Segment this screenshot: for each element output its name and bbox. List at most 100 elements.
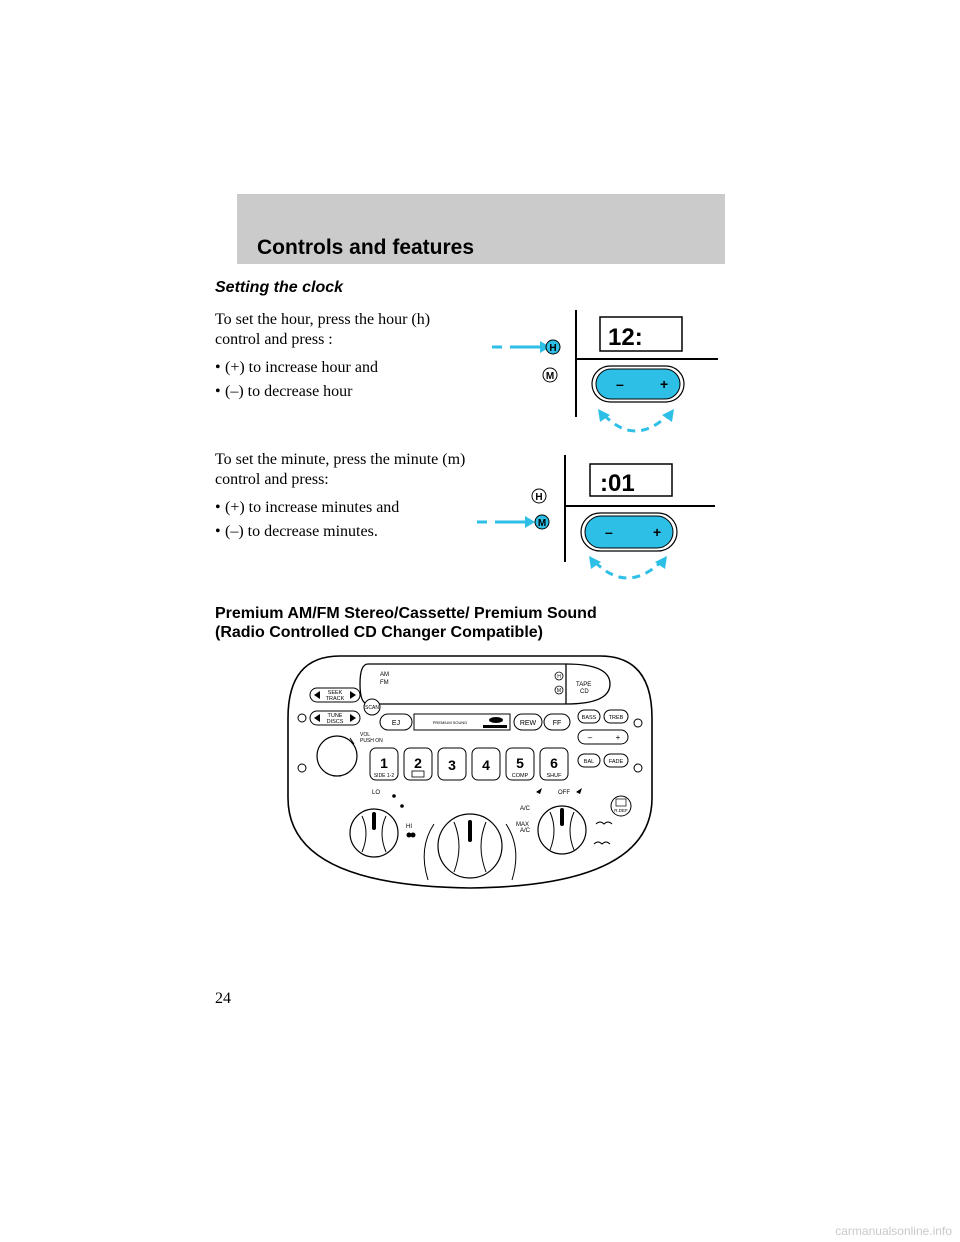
rew-button[interactable] [513, 713, 543, 731]
mode-knob[interactable] [537, 805, 587, 855]
tune-left-icon [314, 714, 320, 722]
rocker-minus: – [616, 376, 624, 392]
radio-heading-line1: Premium AM/FM Stereo/Cassette/ Premium S… [215, 605, 597, 622]
fade-label: FADE [609, 759, 624, 765]
plus-minus-rocker[interactable] [595, 368, 681, 400]
temperature-knob[interactable] [437, 813, 503, 879]
preset-4-button[interactable] [471, 747, 501, 781]
clock-minute-button[interactable] [554, 685, 564, 695]
seek-prev-icon [314, 691, 320, 699]
preset-3-button[interactable] [437, 747, 467, 781]
clock-diagram-minute: :01 H M – + [477, 455, 715, 580]
scan-button[interactable] [363, 698, 381, 716]
tape-label: TAPE [576, 682, 591, 688]
bal-label: BAL [584, 759, 594, 765]
minute-intro: To set the minute, press the minute (m) … [215, 451, 466, 488]
floor-defrost-icon [593, 841, 611, 845]
rew-label: REW [520, 720, 537, 727]
preset-6-button[interactable] [539, 747, 569, 781]
fan-hi-label: HI [406, 824, 412, 830]
fade-button[interactable] [603, 753, 629, 768]
watermark: carmanualsonline.info [835, 1224, 952, 1238]
clock-display [599, 316, 683, 352]
hour-button[interactable] [531, 488, 547, 504]
fm-label: FM [380, 680, 389, 686]
fan-icon [406, 832, 416, 838]
page-number: 24 [215, 990, 231, 1007]
scan-label: SCAN [365, 705, 379, 711]
audio-adjust-rocker[interactable] [577, 729, 629, 745]
minute-button-label: M [546, 371, 554, 382]
side12-label: SIDE 1-2 [374, 773, 395, 779]
shuf-label: SHUF [547, 773, 563, 779]
minute-button[interactable] [542, 367, 558, 383]
tune-right-icon [350, 714, 356, 722]
mode-max-ac-label: A/C [520, 828, 531, 834]
clock-display [589, 463, 673, 497]
preset-buttons: 1 2 3 4 5 6 SIDE 1-2 COMP SHUF [369, 747, 569, 781]
plus-minus-rocker[interactable] [584, 515, 674, 549]
minute-button[interactable] [534, 514, 550, 530]
mode-max-label: MAX [516, 822, 529, 828]
rear-defrost-icon [615, 798, 627, 807]
minute-bullet-increase: (+) to increase minutes and [215, 498, 475, 518]
hour-bullet-increase: (+) to increase hour and [215, 358, 475, 378]
volume-knob[interactable] [316, 735, 358, 777]
ff-button[interactable] [543, 713, 571, 731]
header-title: Controls and features [257, 236, 475, 259]
clock-diagram-hour: 12: H M – + [492, 310, 718, 433]
vol-label: VOL [360, 732, 370, 738]
minute-bullet-decrease: (–) to decrease minutes. [215, 522, 475, 542]
eject-label: EJ [392, 720, 400, 727]
tune-label: TUNE [328, 713, 343, 719]
push-on-label: PUSH ON [360, 738, 383, 744]
audio-minus: – [588, 733, 593, 742]
hour-button-label: H [535, 492, 542, 503]
mode-ac-label: A/C [520, 806, 531, 812]
clock-display-text: 12: [608, 324, 643, 351]
radio-heading-line2: (Radio Controlled CD Changer Compatible) [215, 624, 543, 641]
radio-heading: Premium AM/FM Stereo/Cassette/ Premium S… [215, 604, 735, 642]
vent-icon [536, 788, 542, 794]
hour-button[interactable] [545, 339, 561, 355]
section-heading: Setting the clock [215, 279, 344, 296]
track-label: TRACK [326, 696, 345, 702]
clock-minute-label: M [557, 688, 561, 694]
seek-button[interactable] [309, 687, 361, 703]
preset-6-label: 6 [550, 755, 558, 771]
rocker-plus: + [653, 524, 661, 540]
eject-button[interactable] [379, 713, 413, 731]
radio-climate-panel: AM FM H M TAPE CD SEEK TRACK SCAN TUNE D… [287, 655, 653, 889]
hour-button-label: H [549, 343, 556, 354]
bass-button[interactable] [577, 709, 601, 724]
discs-label: DISCS [327, 719, 344, 725]
hour-bullet-decrease: (–) to decrease hour [215, 382, 475, 402]
treb-button[interactable] [603, 709, 629, 724]
header-band: Controls and features [237, 194, 725, 264]
preset-4-label: 4 [482, 757, 490, 773]
tune-button[interactable] [309, 710, 361, 726]
mode-knob-pointer [560, 808, 564, 826]
preset-1-button[interactable] [369, 747, 399, 781]
bal-button[interactable] [577, 753, 601, 768]
preset-5-button[interactable] [505, 747, 535, 781]
rear-defrost-label: R.DEF [614, 808, 628, 813]
clock-display-text: :01 [600, 470, 635, 497]
fan-knob-pointer [372, 812, 376, 830]
rocker-plus: + [660, 376, 668, 392]
comp-label: COMP [512, 773, 529, 779]
clock-hour-label: H [557, 674, 561, 680]
clock-hour-button[interactable] [554, 671, 564, 681]
mode-off-label: OFF [558, 790, 570, 796]
ford-logo [489, 717, 503, 723]
bass-label: BASS [582, 715, 597, 721]
audio-plus: + [616, 733, 621, 742]
defrost-icon [595, 821, 613, 825]
minute-button-label: M [538, 518, 546, 529]
preset-2-button[interactable] [403, 747, 433, 781]
preset-3-label: 3 [448, 757, 456, 773]
seek-next-icon [350, 691, 356, 699]
hour-instructions: To set the hour, press the hour (h) cont… [215, 310, 475, 406]
preset-2-label: 2 [414, 755, 422, 771]
fan-speed-knob[interactable] [349, 808, 399, 858]
